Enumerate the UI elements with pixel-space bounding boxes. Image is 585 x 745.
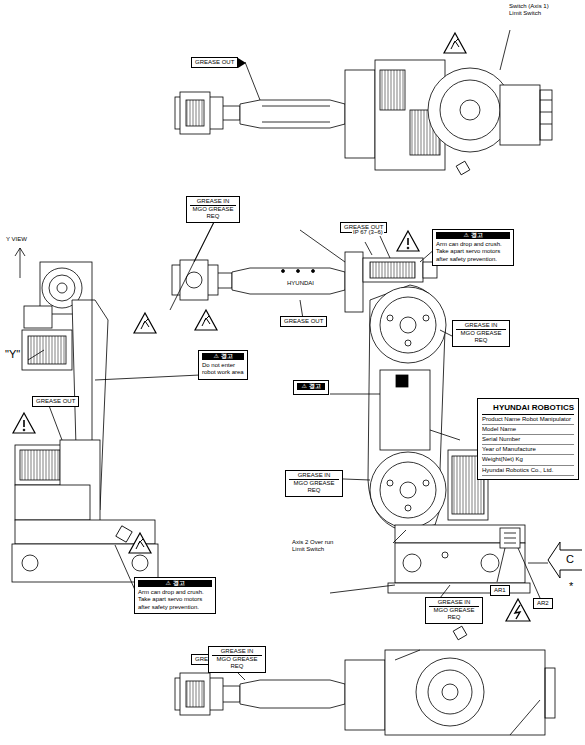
terminal-tag: AR1 [490,585,510,596]
top-view [175,30,552,175]
grease-out-tag: GREASE OUT [32,396,79,407]
tag-text: Weight(Net) Kg [482,455,574,465]
limit-switch-label: Axis 2 Over run Limit Switch [291,539,341,553]
warning-label: ⚠ 경고 Arm can drop and crush. Take apart s… [134,577,216,614]
tag-text: MGO GREASE REQ [212,656,262,670]
tag-text: Year of Manufacture [482,445,574,455]
tag-text: ⚠ 경고 [436,232,510,239]
tag-text: ⚠ 경고 [202,353,244,360]
tag-text: MGO GREASE REQ [289,480,339,494]
view-arrow-letter: C [565,553,575,566]
tag-text: ⚠ 경고 [138,580,212,587]
tag-text: GREASE IN [456,322,506,330]
grease-out-tag: GREASE OUT [280,316,327,327]
tag-text: ⚠ 경고 [297,383,325,390]
grease-in-tag: GREASE INMGO GREASE REQ [452,320,510,347]
tag-text: Do not enter robot work area [202,362,244,376]
tag-text: GREASE OUT [284,318,323,324]
tag-text: Arm can drop and crush. Take apart servo… [138,589,212,611]
brand-label: HYUNDAI [286,280,315,287]
tag-text: MGO GREASE REQ [456,330,506,344]
tag-text: AR1 [494,587,506,593]
tag-text: GREASE IN [289,472,339,480]
grease-in-tag: GREASE INMGO GREASE REQ [425,597,483,624]
tag-text: Serial Number [482,435,574,445]
tag-text: GREASE OUT [195,59,234,65]
tag-text: Hyundai Robotics Co., Ltd. [482,466,574,476]
warning-label: ⚠ 경고 [293,380,329,395]
bottom-view [175,626,555,735]
tag-text: AR2 [537,600,549,606]
tag-text: GREASE IN [212,648,262,656]
tag-text: MGO GREASE REQ [429,607,479,621]
warning-label: ⚠ 경고 Do not enter robot work area [198,350,248,380]
tag-text: Arm can drop and crush. Take apart servo… [436,241,510,263]
tag-text: MGO GREASE REQ [190,206,236,220]
tag-text: GREASE OUT [36,398,75,404]
view-label: Y VIEW [5,236,28,243]
footnote-mark: * [568,580,574,593]
grease-in-tag: GREASE INMGO GREASE REQ [186,196,240,223]
tag-text: HYUNDAI ROBOTICS [482,402,574,415]
tag-text: Product Name Robot Manipulator [482,415,574,425]
tag-text: Model Name [482,425,574,435]
view-label: "Y" [4,348,21,361]
tag-text: GREASE IN [190,198,236,206]
warning-label: ⚠ 경고 Arm can drop and crush. Take apart s… [432,229,514,266]
terminal-tag: AR2 [533,598,553,609]
limit-switch-label: Switch (Axis 1) Limit Switch [508,3,558,17]
name-plate: HYUNDAI ROBOTICSProduct Name Robot Manip… [477,398,579,480]
left-view [12,210,220,590]
tag-text: GREASE IN [429,599,479,607]
protection-label: IP 67 (3~6) [352,229,384,236]
grease-in-tag: GREASE INMGO GREASE REQ [208,646,266,673]
grease-in-tag: GREASE INMGO GREASE REQ [285,470,343,497]
grease-out-tag: GREASE OUT [191,57,238,68]
